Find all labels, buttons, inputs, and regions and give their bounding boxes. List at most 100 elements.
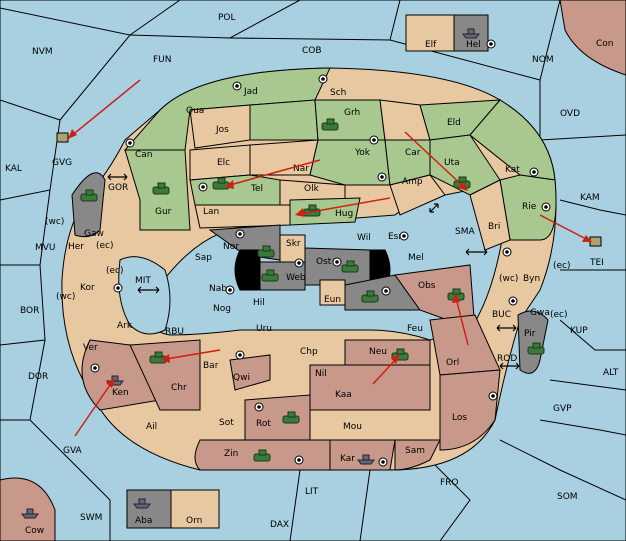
territory-chr[interactable]	[129, 339, 201, 411]
label-dor: DOR	[28, 372, 48, 382]
label-yok: Yok	[354, 148, 371, 158]
label-web: Web	[286, 273, 306, 283]
label-tel: Tel	[250, 184, 263, 194]
label-neu: Neu	[369, 347, 387, 357]
label-pol: POL	[218, 13, 236, 23]
label-los: Los	[452, 413, 467, 423]
label-chr: Chr	[171, 383, 187, 393]
label-cob: COB	[302, 46, 322, 56]
label-swm: SWM	[80, 513, 102, 523]
label-zin: Zin	[224, 449, 238, 459]
label-som: SOM	[557, 492, 578, 502]
territory-pir[interactable]	[517, 310, 549, 374]
territory-rie[interactable]	[499, 174, 557, 241]
territory-rot[interactable]	[244, 394, 311, 441]
label-bor: BOR	[20, 306, 39, 316]
label-ver: Ver	[83, 343, 98, 353]
territory-amp[interactable]	[389, 174, 446, 216]
label-skr: Skr	[286, 239, 301, 249]
label-byn-wc: (wc)	[499, 274, 518, 284]
label-fro: FRO	[440, 478, 459, 488]
territory-grh[interactable]	[314, 99, 386, 141]
territory-qwi[interactable]	[229, 354, 271, 391]
label-qwi: Qwi	[233, 373, 250, 383]
label-nor: Nor	[223, 242, 239, 252]
label-can: Can	[135, 150, 153, 160]
order-arrows	[68, 79, 592, 437]
territory-elf[interactable]	[405, 14, 455, 52]
label-olk: Olk	[304, 184, 320, 194]
label-nil: Nil	[315, 369, 327, 379]
label-esm: Esm	[388, 232, 407, 242]
label-gvp: GVP	[553, 404, 572, 414]
territory-los[interactable]	[439, 369, 501, 451]
territory-hug[interactable]	[289, 197, 361, 226]
label-orn: Orn	[186, 516, 202, 526]
label-nab: Nab	[209, 284, 227, 294]
label-orl: Orl	[446, 358, 459, 368]
label-kor: Kor	[80, 283, 95, 293]
label-mou: Mou	[343, 422, 362, 432]
label-gva: GVA	[63, 446, 83, 456]
label-eld: Eld	[447, 118, 461, 128]
label-elf: Elf	[425, 40, 437, 50]
label-kup: KUP	[570, 326, 588, 336]
label-jad: Jad	[243, 87, 258, 97]
label-wil: Wil	[357, 233, 371, 243]
label-gvg: GVG	[52, 158, 72, 168]
label-ovd: OVD	[560, 109, 580, 119]
label-sch: Sch	[330, 88, 346, 98]
label-kor-wc: (wc)	[56, 292, 75, 302]
label-gwa: Gwa	[530, 308, 550, 318]
label-bar: Bar	[203, 361, 219, 371]
label-sap: Sap	[195, 253, 212, 263]
label-dax: DAX	[270, 520, 289, 530]
label-sma: SMA	[455, 227, 475, 237]
label-qua: Qua	[186, 106, 204, 116]
label-jos: Jos	[215, 125, 229, 135]
label-ost: Ost	[316, 257, 332, 267]
label-kor-ec: (ec)	[106, 266, 124, 276]
label-pir: Pir	[524, 329, 536, 339]
label-fun: FUN	[153, 55, 172, 65]
label-rot: Rot	[256, 419, 271, 429]
label-eun: Eun	[324, 295, 341, 305]
label-ail: Ail	[146, 422, 157, 432]
label-sot: Sot	[219, 418, 234, 428]
territory-ken[interactable]	[81, 339, 161, 411]
label-amp: Amp	[402, 177, 423, 187]
label-aba: Aba	[135, 516, 152, 526]
territory-jos[interactable]	[249, 99, 319, 141]
army-units	[80, 118, 545, 462]
label-lit: LIT	[305, 487, 319, 497]
label-rod: ROD	[497, 354, 517, 364]
label-car: Car	[405, 148, 421, 158]
label-uta: Uta	[444, 158, 460, 168]
label-lan: Lan	[203, 207, 219, 217]
label-byn-ec: (ec)	[553, 261, 571, 271]
territory-sam[interactable]	[394, 439, 441, 471]
label-feu: Feu	[407, 324, 423, 334]
passage-arrows	[107, 173, 520, 370]
label-buc: BUC	[492, 310, 511, 320]
label-ark: Ark	[117, 321, 133, 331]
label-nog: Nog	[213, 304, 231, 314]
black-bar-left	[234, 249, 261, 291]
label-gur: Gur	[155, 207, 172, 217]
territory-gaw[interactable]	[71, 172, 106, 238]
label-uru: Uru	[256, 324, 272, 334]
territory-bri[interactable]	[469, 179, 511, 251]
label-con: Con	[596, 39, 614, 49]
territory-aba[interactable]	[126, 489, 172, 529]
label-kaa: Kaa	[335, 390, 352, 400]
label-gor: GOR	[108, 183, 128, 193]
label-kam: KAM	[580, 193, 600, 203]
territory-neu[interactable]	[344, 339, 431, 366]
label-hel: Hel	[466, 40, 481, 50]
label-hil: Hil	[253, 298, 265, 308]
territory-orn[interactable]	[170, 489, 220, 529]
label-gaw: Gaw	[84, 229, 104, 239]
label-sam: Sam	[405, 446, 425, 456]
territory-kaa[interactable]	[309, 364, 431, 411]
territory-ost[interactable]	[304, 247, 371, 286]
